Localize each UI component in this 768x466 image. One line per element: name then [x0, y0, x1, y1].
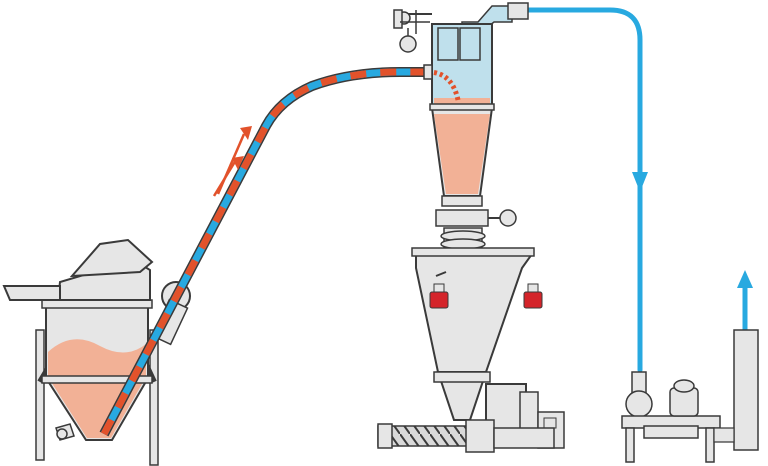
bag-dump-station	[2, 238, 159, 466]
vacuum-pump	[621, 371, 721, 463]
air-line	[525, 7, 753, 373]
discharge-valve	[440, 209, 517, 251]
product-flow-arrows	[212, 126, 252, 197]
conveying-line	[99, 67, 428, 437]
exhaust-silencer	[713, 329, 759, 451]
receiver-filter	[393, 2, 529, 227]
screw-feeder	[377, 247, 565, 453]
